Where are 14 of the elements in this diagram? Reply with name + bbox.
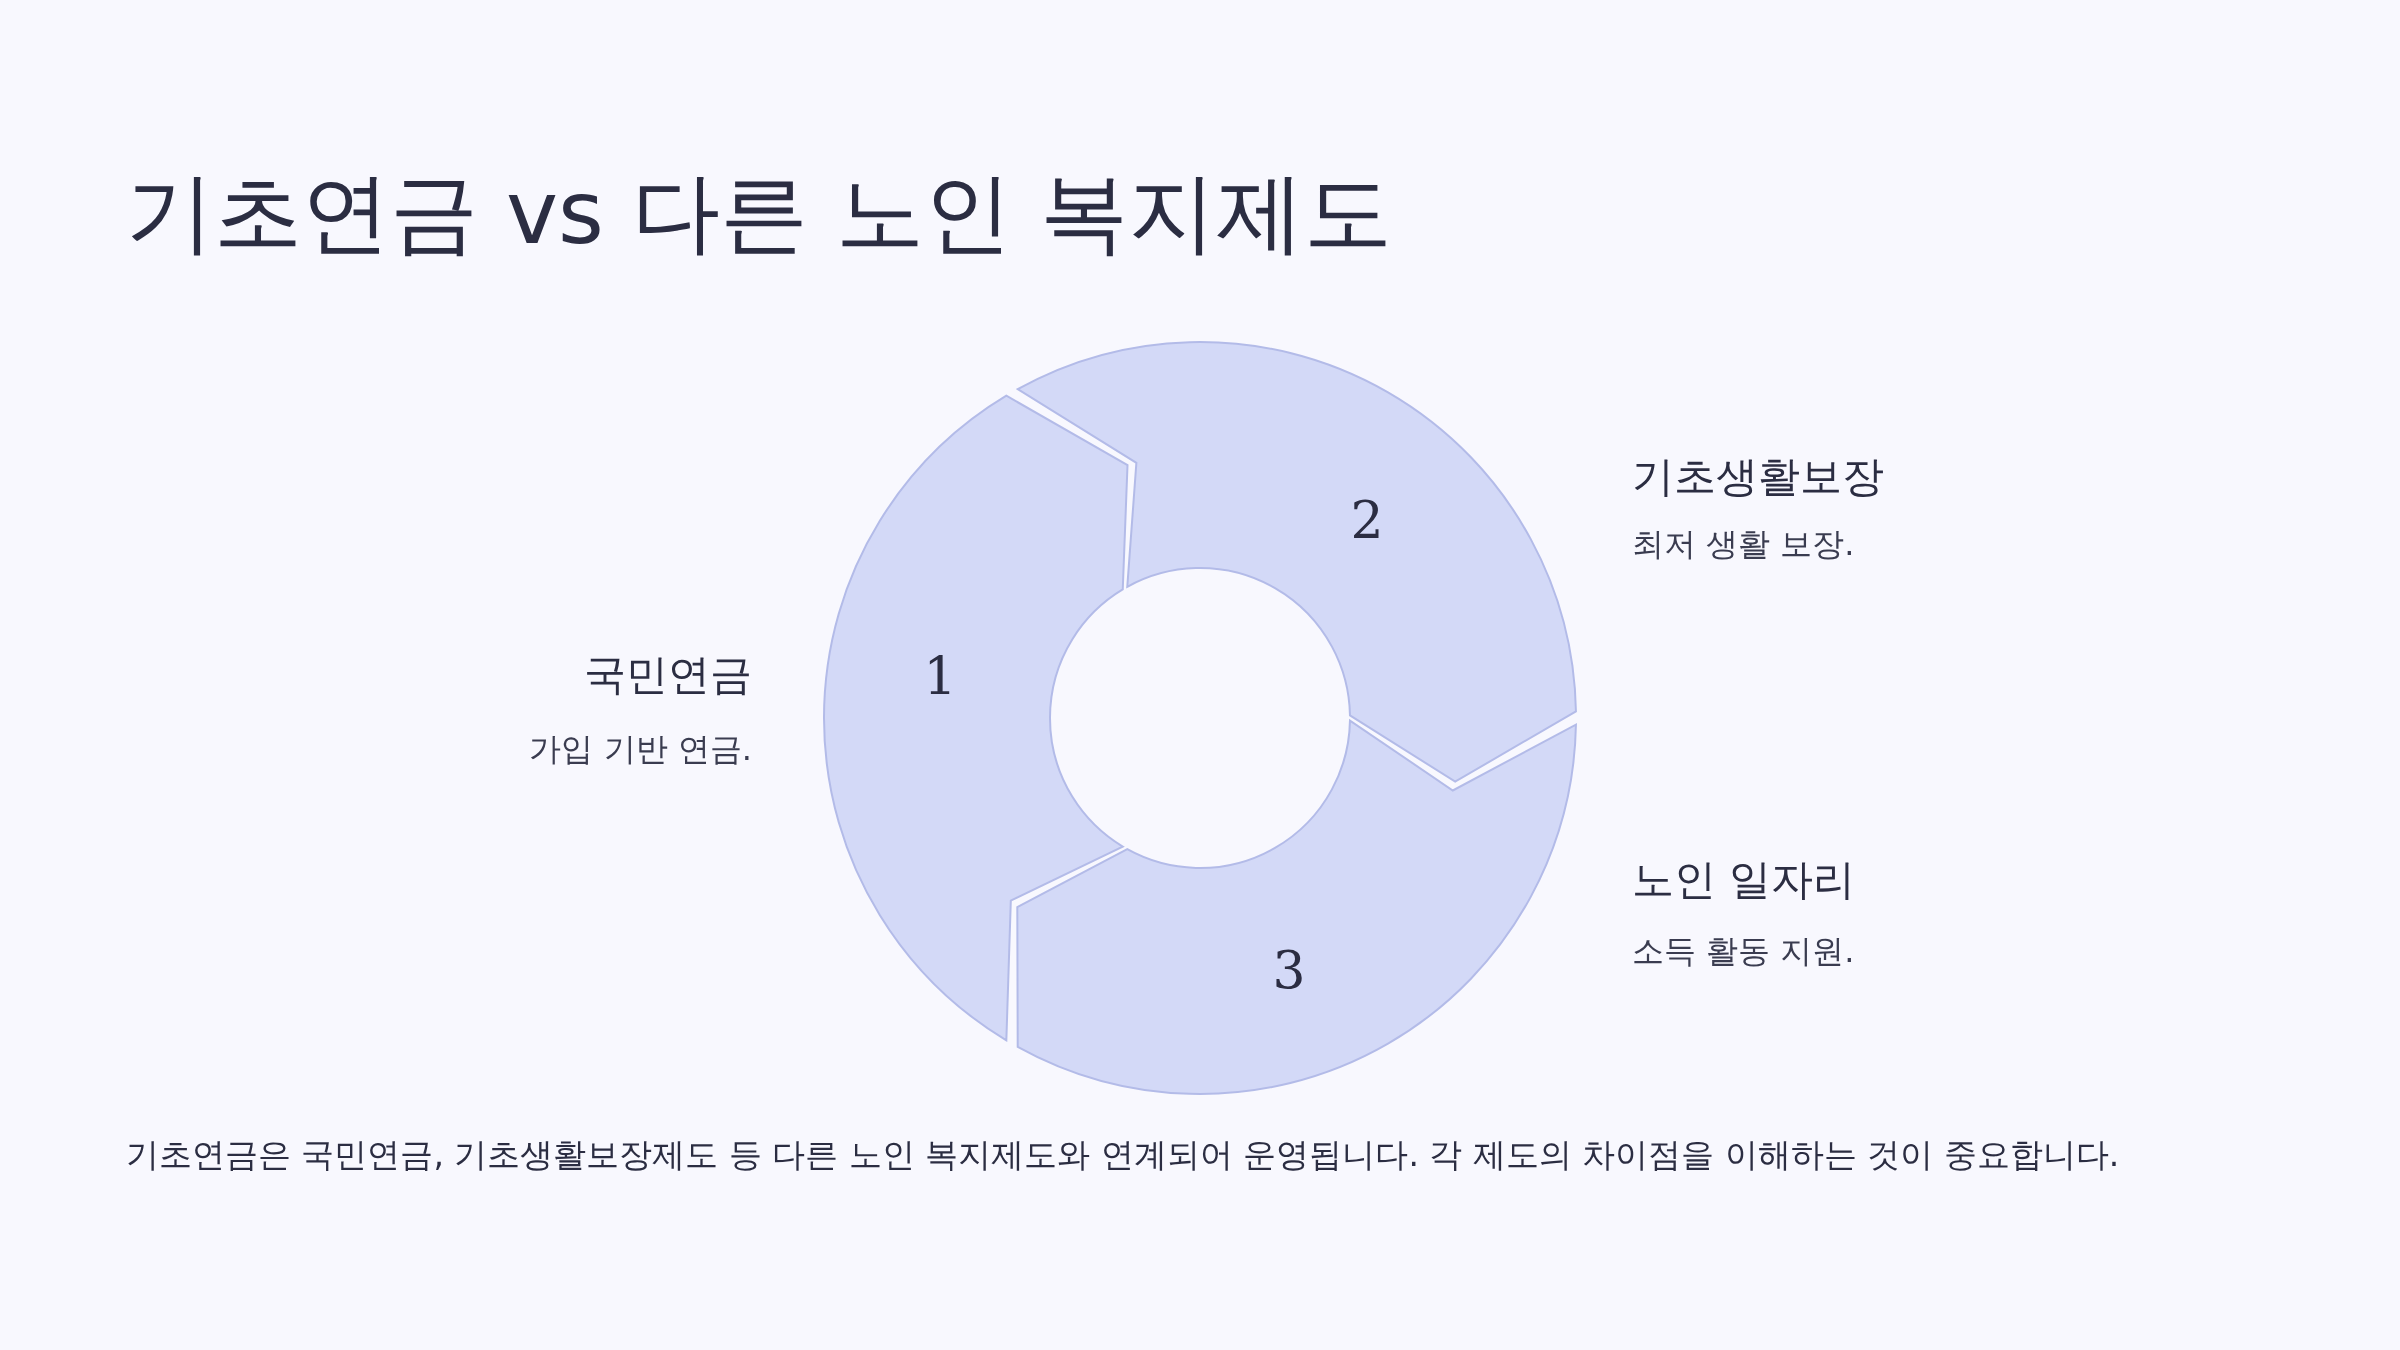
ring-segment xyxy=(1015,340,1578,784)
title: 기초연금 vs 다른 노인 복지제도 xyxy=(126,160,1392,266)
heading-text: 기초생활보장 xyxy=(1632,452,1884,503)
step-number: 2 xyxy=(1350,494,1384,546)
description-text: 가입 기반 연금. xyxy=(529,730,752,769)
description-text: 최저 생활 보장. xyxy=(1632,525,1855,564)
ring-segment xyxy=(822,393,1130,1043)
step-number: 3 xyxy=(1272,944,1306,996)
description-text: 소득 활동 지원. xyxy=(1632,932,1855,971)
ring-segment xyxy=(1015,718,1578,1096)
heading-text: 국민연금 xyxy=(584,650,752,701)
step-number: 1 xyxy=(923,650,957,702)
caption-text: 기초연금은 국민연금, 기초생활보장제도 등 다른 노인 복지제도와 연계되어 운영됩니다. 각 제도의 차이점을 이해하는 것이 중요합니다. xyxy=(126,1135,2120,1175)
heading-text: 노인 일자리 xyxy=(1632,855,1856,906)
